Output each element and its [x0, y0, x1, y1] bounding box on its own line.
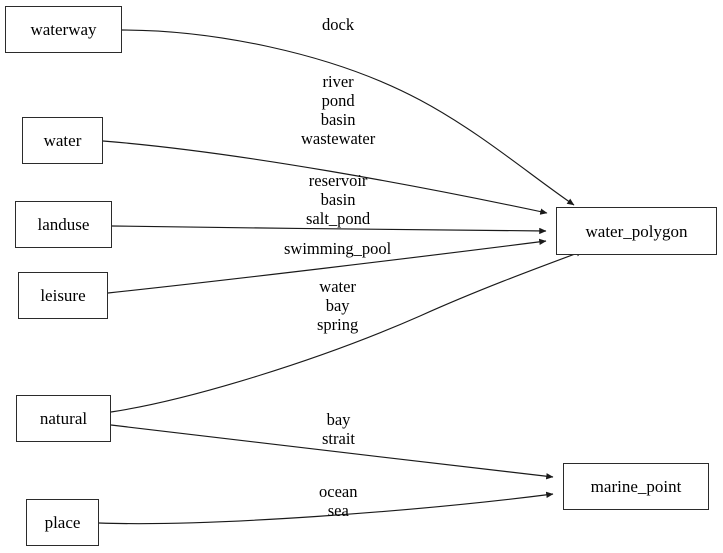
edge-label-water-water_polygon: river pond basin wastewater [301, 72, 376, 148]
node-water[interactable]: water [22, 117, 103, 164]
node-place[interactable]: place [26, 499, 99, 546]
edge-landuse-water_polygon [111, 225, 547, 235]
node-marine_point[interactable]: marine_point [563, 463, 709, 510]
node-label: natural [39, 409, 88, 428]
node-water_polygon[interactable]: water_polygon [556, 207, 717, 255]
edge-label-leisure-water_polygon: swimming_pool [284, 239, 392, 258]
edge-leisure-water_polygon [107, 238, 547, 294]
node-label: landuse [37, 215, 90, 234]
edge-label-landuse-water_polygon: reservoir basin salt_pond [306, 171, 371, 228]
node-label: waterway [30, 20, 97, 39]
node-label: place [44, 513, 81, 532]
node-label: water [43, 131, 82, 150]
edge-natural-water_polygon [110, 250, 584, 413]
edge-label-place-marine_point: ocean sea [319, 482, 358, 520]
node-natural[interactable]: natural [16, 395, 111, 442]
node-waterway[interactable]: waterway [5, 6, 122, 53]
edge-label-natural-marine_point: bay strait [322, 410, 355, 448]
edge-water-water_polygon [102, 140, 548, 215]
node-label: marine_point [590, 477, 682, 496]
edge-place-marine_point [98, 491, 554, 525]
edge-label-waterway-water_polygon: dock [322, 15, 355, 34]
node-leisure[interactable]: leisure [18, 272, 108, 319]
edge-natural-marine_point [110, 424, 554, 480]
edge-label-natural-water_polygon: water bay spring [317, 277, 359, 334]
node-label: water_polygon [585, 221, 688, 241]
node-landuse[interactable]: landuse [15, 201, 112, 248]
node-label: leisure [40, 286, 86, 305]
edge-waterway-water_polygon [121, 29, 575, 206]
